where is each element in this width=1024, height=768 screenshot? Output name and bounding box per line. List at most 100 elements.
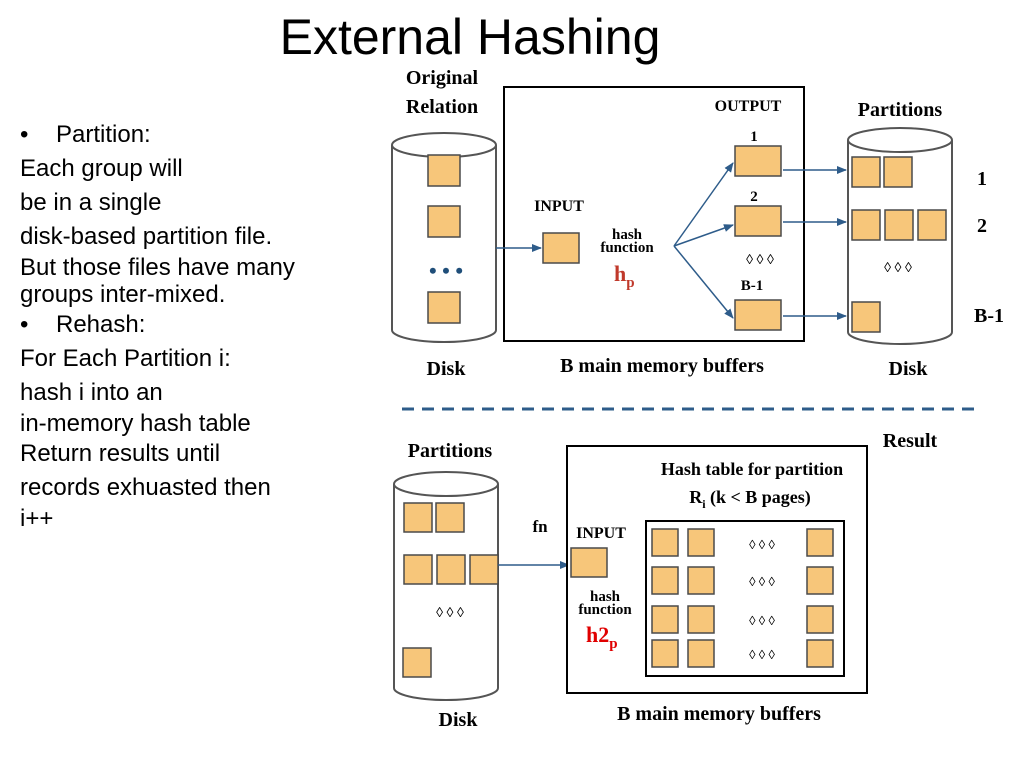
- input-label: INPUT: [534, 198, 584, 215]
- hash-function-label-2: function: [600, 240, 654, 256]
- output-buffer-2-label: 2: [750, 189, 758, 205]
- output-label: OUTPUT: [715, 98, 782, 115]
- bullet-line: i++: [20, 505, 360, 532]
- bullet-line: For Each Partition i:: [20, 342, 360, 376]
- hash-table-page: [806, 528, 834, 557]
- partitions-label-bottom: Partitions: [408, 440, 493, 462]
- hash-table-ellipsis: ◊ ◊ ◊: [749, 537, 775, 552]
- bullet-line: disk-based partition file.: [20, 220, 360, 254]
- output-buffer-1: [734, 145, 782, 177]
- bullet-text: groups inter-mixed.: [20, 281, 226, 308]
- partition-2-page: [917, 209, 947, 241]
- partition-page: [469, 554, 499, 585]
- original-relation-label-1: Original: [406, 67, 479, 89]
- partition-ellipsis: ◊ ◊ ◊: [884, 261, 912, 276]
- result-label: Result: [883, 430, 938, 452]
- slide-title: External Hashing: [279, 9, 661, 65]
- partition-1-page: [851, 156, 881, 188]
- partition-1-page: [883, 156, 913, 188]
- fn-label: fn: [532, 517, 548, 536]
- bullet-item: • Rehash:: [20, 308, 360, 342]
- output-buffer-b1: [734, 299, 782, 331]
- bullet-text: records exhuasted then: [20, 474, 271, 501]
- bullet-text: Partition:: [56, 121, 151, 148]
- bullet-text: For Each Partition i:: [20, 345, 231, 372]
- bullet-text: i++: [20, 505, 54, 532]
- bullet-text: disk-based partition file.: [20, 223, 273, 250]
- bullet-text: in-memory hash table: [20, 410, 251, 437]
- hash-table-row: ◊ ◊ ◊: [651, 639, 834, 668]
- bullet-text: But those files have many: [20, 254, 295, 281]
- partition-ellipsis-bottom: ◊ ◊ ◊: [436, 606, 464, 621]
- bullet-line: records exhuasted then: [20, 471, 360, 505]
- disk-label-bottom: Disk: [439, 709, 479, 731]
- arrow-hash-to-buffer-b1: [673, 245, 734, 319]
- hash-table-ellipsis: ◊ ◊ ◊: [749, 574, 775, 589]
- hash-table-page: [687, 566, 715, 595]
- hash-table-page: [806, 639, 834, 668]
- partition-b1-label: B-1: [974, 305, 1004, 327]
- main-memory-label: B main memory buffers: [560, 355, 764, 377]
- bullet-line: groups inter-mixed.: [20, 281, 360, 308]
- relation-page: [427, 205, 461, 238]
- input-buffer-bottom: [570, 547, 608, 578]
- hash-table-page: [806, 605, 834, 634]
- hash-table-row: ◊ ◊ ◊: [651, 605, 834, 634]
- hash-table-row: ◊ ◊ ◊: [651, 566, 834, 595]
- partition-page: [402, 647, 432, 678]
- hash-table-page: [651, 528, 679, 557]
- bullet-text: Rehash:: [56, 311, 146, 338]
- bullet-dot: •: [20, 121, 29, 148]
- bullet-list: • Partition: Each group will be in a single…: [20, 118, 360, 532]
- disk-label-left: Disk: [427, 358, 467, 380]
- hash-function-label-bottom-1: hash: [590, 589, 621, 605]
- hash-table-ellipsis: ◊ ◊ ◊: [749, 647, 775, 662]
- partition-1-label: 1: [977, 168, 987, 190]
- hash-function-label-bottom-2: function: [578, 602, 632, 618]
- bullet-dot: •: [20, 311, 29, 338]
- partition-page: [403, 502, 433, 533]
- bullet-text: Each group will: [20, 155, 183, 182]
- arrow-hash-to-buffer-2: [673, 224, 734, 247]
- disk-label-right: Disk: [889, 358, 929, 380]
- bullet-item: • Partition:: [20, 118, 360, 152]
- hash-function-label-1: hash: [612, 227, 643, 243]
- original-relation-disk: [391, 132, 497, 343]
- relation-ellipsis: • • •: [429, 258, 463, 283]
- hash-table-page: [687, 605, 715, 634]
- relation-page: [427, 154, 461, 187]
- hash-table-ellipsis: ◊ ◊ ◊: [749, 613, 775, 628]
- hash-table-row: ◊ ◊ ◊: [651, 528, 834, 557]
- bullet-text: Return results until: [20, 440, 221, 467]
- input-label-bottom: INPUT: [576, 525, 626, 542]
- original-relation-label-2: Relation: [406, 96, 478, 118]
- hash-table-page: [651, 566, 679, 595]
- hash-table-page: [651, 605, 679, 634]
- bullet-text: be in a single: [20, 189, 162, 216]
- partition-2-label: 2: [977, 215, 987, 237]
- bullet-line: But those files have many: [20, 254, 360, 281]
- partition-2-page: [884, 209, 914, 241]
- output-buffer-ellipsis: ◊ ◊ ◊: [746, 253, 774, 268]
- bullet-text: hash i into an: [20, 379, 163, 406]
- output-buffer-2: [734, 205, 782, 237]
- bullet-line: in-memory hash table: [20, 410, 360, 437]
- hash-table-page: [687, 528, 715, 557]
- output-buffer-b1-label: B-1: [741, 278, 764, 294]
- partitions-label-top: Partitions: [858, 99, 943, 121]
- partition-2-page: [851, 209, 881, 241]
- relation-page: [427, 291, 461, 324]
- partition-b1-page: [851, 301, 881, 333]
- bullet-line: Return results until: [20, 437, 360, 471]
- hash-table-title-1: Hash table for partition: [661, 459, 843, 479]
- hash-table-page: [651, 639, 679, 668]
- hash-function-h2p: h2p: [586, 622, 618, 652]
- output-buffer-1-label: 1: [750, 129, 758, 145]
- hash-table-title-2: Ri (k < B pages): [689, 487, 811, 511]
- bullet-line: Each group will: [20, 152, 360, 186]
- bullet-line: be in a single: [20, 186, 360, 220]
- partition-page: [436, 554, 466, 585]
- partition-page: [403, 554, 433, 585]
- input-buffer: [542, 232, 580, 264]
